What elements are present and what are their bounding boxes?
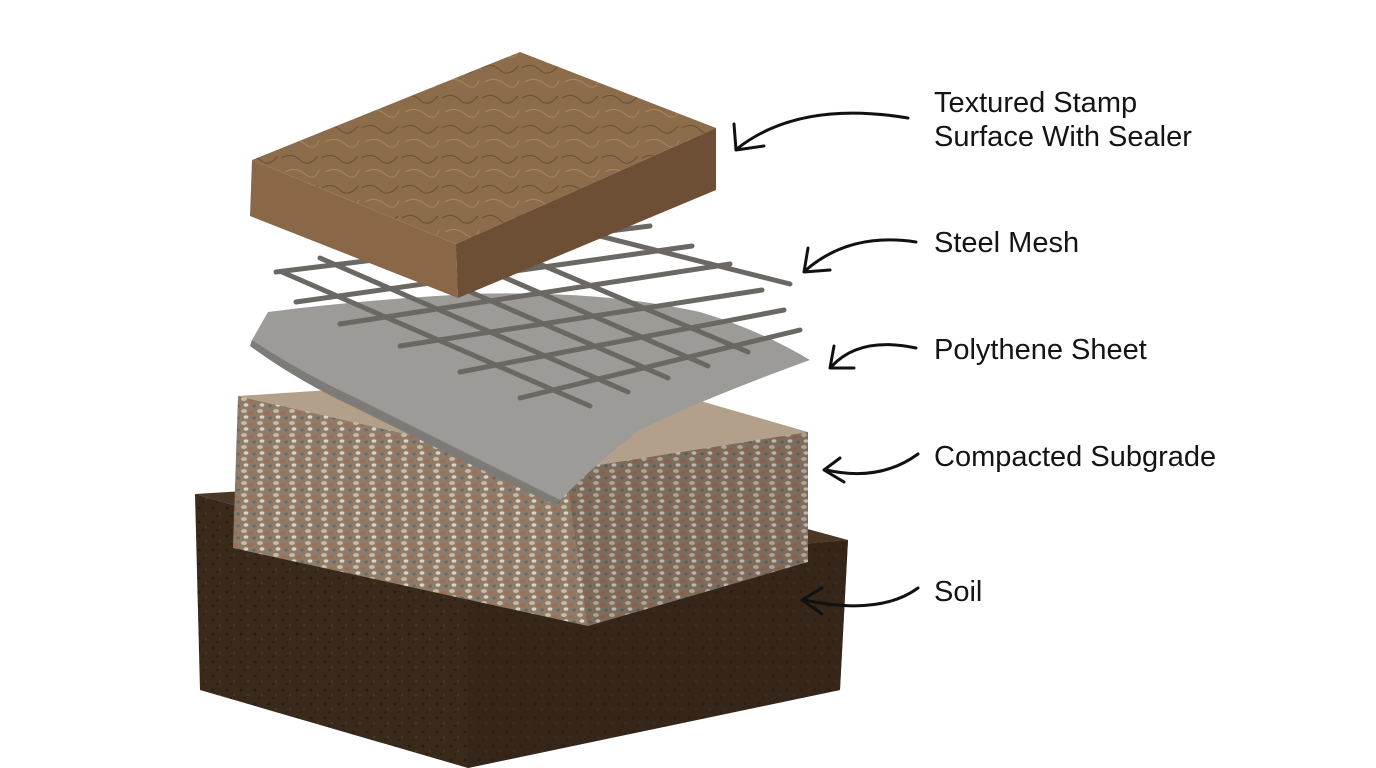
label-soil: Soil (934, 575, 982, 609)
label-stamp-line-2: Surface With Sealer (934, 121, 1192, 153)
arrow-subgrade (824, 452, 920, 476)
label-stamp: Textured Stamp Surface With Sealer (934, 86, 1192, 154)
arrow-soil-head (800, 586, 824, 616)
arrow-stamp (736, 111, 910, 150)
label-subgrade-line-1: Compacted Subgrade (934, 441, 1217, 473)
label-polythene-line-1: Polythene Sheet (934, 334, 1147, 366)
arrow-stamp-head (732, 122, 766, 152)
pointer-arrows (732, 111, 920, 616)
arrow-mesh-head (802, 246, 832, 274)
label-soil-line-1: Soil (934, 576, 983, 608)
label-subgrade: Compacted Subgrade (934, 440, 1216, 474)
arrow-poly (830, 343, 918, 368)
label-mesh-line-1: Steel Mesh (934, 227, 1080, 259)
label-polythene: Polythene Sheet (934, 333, 1147, 367)
arrow-subgrade-head (822, 456, 846, 484)
label-mesh: Steel Mesh (934, 226, 1079, 260)
arrow-mesh (804, 238, 918, 272)
stamp-slab (250, 52, 716, 298)
arrow-soil (802, 586, 920, 608)
label-stamp-line-1: Textured Stamp (934, 87, 1138, 119)
arrow-poly-head (828, 344, 856, 370)
